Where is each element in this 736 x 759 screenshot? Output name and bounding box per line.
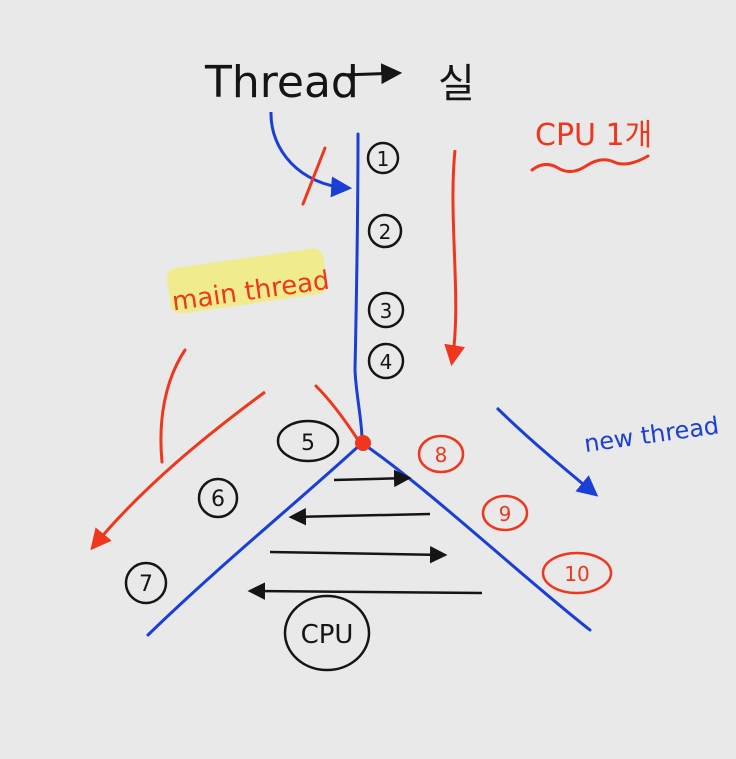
switch-arrow-4-left [247,582,483,600]
cpu-count-underline [530,154,650,173]
step-1: 1 [366,141,400,175]
left-branch-line [146,441,364,637]
step-2-label: 2 [379,220,392,244]
red-tick-mark [301,146,327,206]
step-10: 10 [541,551,613,595]
title-sil: 실 [438,61,475,107]
step-5: 5 [276,419,340,463]
step-9: 9 [481,494,529,532]
cpu-node: CPU [283,594,371,672]
step-7: 7 [124,561,168,605]
step-4-label: 4 [380,350,393,374]
title-arrow [342,63,403,85]
step-3: 3 [367,291,405,329]
left-branch-direction-arrow [90,390,266,551]
step-3-label: 3 [380,299,393,323]
left-red-stroke [159,348,187,464]
execution-direction-arrow [444,149,466,367]
new-thread-label: new thread [582,411,720,458]
switch-arrow-2-left [288,507,431,526]
step-8-label: 8 [435,443,448,467]
right-branch-line [360,441,592,632]
step-8: 8 [417,434,465,474]
fork-curve-mark [314,384,360,442]
step-5-label: 5 [301,431,315,456]
new-thread-arrow [495,406,599,497]
step-7-label: 7 [139,572,153,597]
step-2: 2 [367,213,403,249]
main-thread-highlight [166,248,328,314]
step-9-label: 9 [499,502,512,526]
step-6-label: 6 [211,487,225,512]
cpu-node-label: CPU [301,620,354,650]
step-1-label: 1 [377,147,390,171]
title-thread: Thread [204,57,359,108]
step-10-label: 10 [564,562,589,586]
step-6: 6 [197,477,239,519]
step-4: 4 [367,342,405,380]
switch-arrow-3-right [269,546,448,564]
main-thread-line [353,132,364,442]
cpu-count-label: CPU 1개 [535,118,652,153]
switch-arrow-1-right [333,469,412,488]
thread-pointer-arrow [269,111,353,198]
